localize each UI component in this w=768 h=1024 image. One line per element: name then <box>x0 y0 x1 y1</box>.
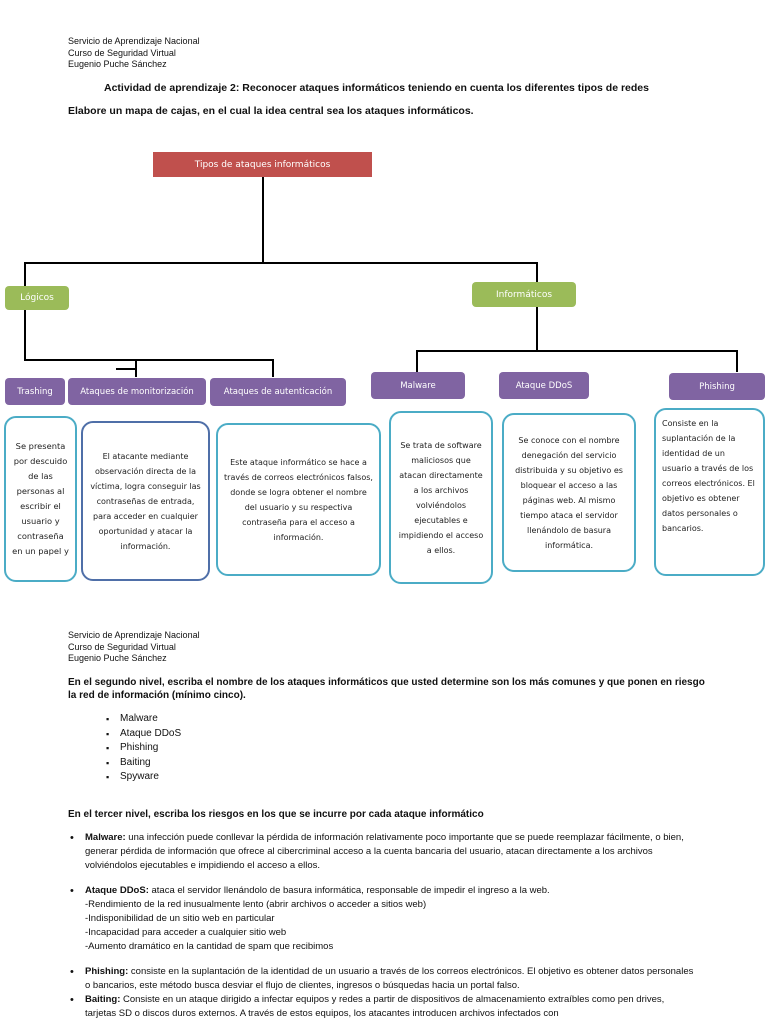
risk-term: Phishing: <box>85 966 129 977</box>
node-monitorizacion: Ataques de monitorización <box>68 378 206 405</box>
list-item: Phishing <box>104 741 181 756</box>
connector <box>24 359 274 361</box>
page1-header: Servicio de Aprendizaje Nacional Curso d… <box>68 36 200 71</box>
common-attacks-list: Malware Ataque DDoS Phishing Baiting Spy… <box>104 712 181 785</box>
node-autenticacion: Ataques de autenticación <box>210 378 346 406</box>
risk-item-malware: Malware: una infección puede conllevar l… <box>68 831 698 873</box>
risk-term: Baiting: <box>85 994 121 1005</box>
connector <box>116 368 136 370</box>
node-trashing: Trashing <box>5 378 65 405</box>
node-ddos: Ataque DDoS <box>499 372 589 399</box>
header-institution: Servicio de Aprendizaje Nacional <box>68 36 200 46</box>
connector <box>135 359 137 377</box>
list-item: Malware <box>104 712 181 727</box>
header-author: Eugenio Puche Sánchez <box>68 59 167 69</box>
connector <box>24 262 538 264</box>
list-item: Baiting <box>104 756 181 771</box>
risk-item-baiting: Baiting: Consiste en un ataque dirigido … <box>68 993 698 1021</box>
header-author: Eugenio Puche Sánchez <box>68 653 167 663</box>
node-malware: Malware <box>371 372 465 399</box>
connector <box>536 262 538 282</box>
connector <box>416 350 738 352</box>
risk-term: Ataque DDoS: <box>85 885 149 896</box>
risks-list: Malware: una infección puede conllevar l… <box>68 831 698 1021</box>
risk-text: Consiste en un ataque dirigido a infecta… <box>85 994 665 1019</box>
connector <box>736 350 738 372</box>
risk-term: Malware: <box>85 832 126 843</box>
risk-subline: -Aumento dramático en la cantidad de spa… <box>85 941 334 952</box>
list-item: Spyware <box>104 770 181 785</box>
header-institution: Servicio de Aprendizaje Nacional <box>68 630 200 640</box>
header-course: Curso de Seguridad Virtual <box>68 641 176 652</box>
connector <box>24 310 26 360</box>
risk-text: ataca el servidor llenándolo de basura i… <box>148 885 550 896</box>
risk-subline: -Incapacidad para acceder a cualquier si… <box>85 927 287 938</box>
node-phishing: Phishing <box>669 373 765 400</box>
risk-text: una infección puede conllevar la pérdida… <box>85 832 684 871</box>
connector <box>272 359 274 377</box>
desc-phishing: Consiste en la suplantación de la identi… <box>654 408 765 576</box>
risk-item-ddos: Ataque DDoS: ataca el servidor llenándol… <box>68 884 698 954</box>
page2-header: Servicio de Aprendizaje Nacional Curso d… <box>68 630 200 665</box>
branch-informaticos: Informáticos <box>472 282 576 307</box>
risk-subline: -Indisponibilidad de un sitio web en par… <box>85 913 275 924</box>
risk-subline: -Rendimiento de la red inusualmente lent… <box>85 899 427 910</box>
list-item: Ataque DDoS <box>104 727 181 742</box>
activity-title: Actividad de aprendizaje 2: Reconocer at… <box>104 82 649 94</box>
connector <box>262 177 264 263</box>
risk-text: consiste en la suplantación de la identi… <box>85 966 694 991</box>
section2-instruction: En el segundo nivel, escriba el nombre d… <box>68 677 705 701</box>
connector <box>24 262 26 286</box>
desc-ddos: Se conoce con el nombre denegación del s… <box>502 413 636 572</box>
connector <box>536 307 538 351</box>
instruction-box-map: Elabore un mapa de cajas, en el cual la … <box>68 105 474 117</box>
header-course: Curso de Seguridad Virtual <box>68 47 176 58</box>
desc-trashing: Se presenta por descuido de las personas… <box>4 416 77 582</box>
desc-autenticacion: Este ataque informático se hace a través… <box>216 423 381 576</box>
section3-instruction: En el tercer nivel, escriba los riesgos … <box>68 809 484 820</box>
branch-logicos: Lógicos <box>5 286 69 310</box>
risk-item-phishing: Phishing: consiste en la suplantación de… <box>68 965 698 993</box>
desc-monitorizacion: El atacante mediante observación directa… <box>81 421 210 581</box>
desc-malware: Se trata de software maliciosos que atac… <box>389 411 493 584</box>
connector <box>416 350 418 372</box>
root-node: Tipos de ataques informáticos <box>153 152 372 177</box>
